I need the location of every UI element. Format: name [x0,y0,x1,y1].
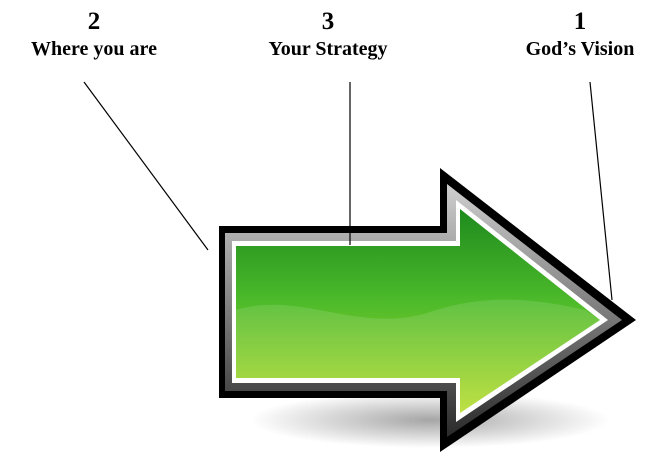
label-gods-vision: 1 God’s Vision [505,9,655,59]
pointer-line-where-you-are [84,82,208,250]
arrow-shadow [250,392,610,448]
label-number: 3 [243,9,413,34]
label-your-strategy: 3 Your Strategy [243,9,413,59]
label-text: Where you are [6,39,182,59]
label-number: 2 [6,9,182,34]
label-where-you-are: 2 Where you are [6,9,182,59]
label-text: Your Strategy [243,39,413,59]
label-text: God’s Vision [505,39,655,59]
label-number: 1 [505,9,655,34]
pointer-line-gods-vision [590,82,612,300]
